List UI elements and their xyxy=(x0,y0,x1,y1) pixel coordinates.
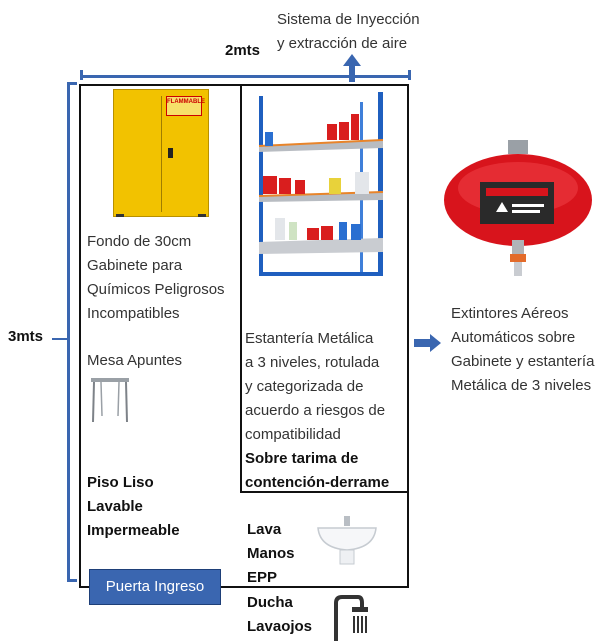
height-dimension-line xyxy=(67,82,70,582)
aerial-extinguisher-illustration xyxy=(444,140,592,276)
cabinet-door-split xyxy=(161,96,162,212)
shelving-area xyxy=(240,84,409,493)
ventilation-arrow-icon xyxy=(343,54,361,82)
height-dimension-label: 3mts xyxy=(8,328,44,345)
extinguisher-description: Extintores Aéreos Automáticos sobre Gabi… xyxy=(451,305,595,394)
width-dimension-tick-left xyxy=(80,70,83,80)
shower-label: Ducha Lavaojos xyxy=(247,594,313,635)
width-dimension-line xyxy=(80,75,410,78)
height-dimension-connector xyxy=(52,338,67,340)
floor-label: Piso Liso Lavable Impermeable xyxy=(87,474,180,539)
entrance-door-label: Puerta Ingreso xyxy=(105,578,205,595)
height-dimension-tick-top xyxy=(67,82,77,85)
height-dimension-tick-bottom xyxy=(67,579,77,582)
flammable-cabinet: FLAMMABLE xyxy=(113,89,209,217)
cabinet-foot-right xyxy=(198,214,206,217)
entrance-door[interactable]: Puerta Ingreso xyxy=(89,569,221,605)
shower-icon xyxy=(334,595,368,641)
right-arrow-icon xyxy=(414,334,441,352)
ventilation-label: Sistema de Inyección y extracción de air… xyxy=(277,11,420,52)
desk-icon xyxy=(91,378,129,423)
cabinet-sign: FLAMMABLE xyxy=(166,96,205,116)
metal-shelving-illustration xyxy=(258,92,384,276)
sink-icon xyxy=(317,516,377,565)
cabinet-sign-text: FLAMMABLE xyxy=(167,99,205,105)
shelving-containment: Sobre tarima de contención-derrame xyxy=(245,450,390,491)
desk-label: Mesa Apuntes xyxy=(87,352,183,369)
cabinet-foot-left xyxy=(116,214,124,217)
cabinet-description: Fondo de 30cm Gabinete para Químicos Pel… xyxy=(87,233,225,322)
shelving-description: Estantería Metálica a 3 niveles, rotulad… xyxy=(245,330,386,443)
width-dimension-label: 2mts xyxy=(225,42,261,59)
width-dimension-tick-right xyxy=(408,70,411,80)
sink-label: Lava Manos EPP xyxy=(247,521,295,586)
cabinet-handle xyxy=(168,148,173,158)
